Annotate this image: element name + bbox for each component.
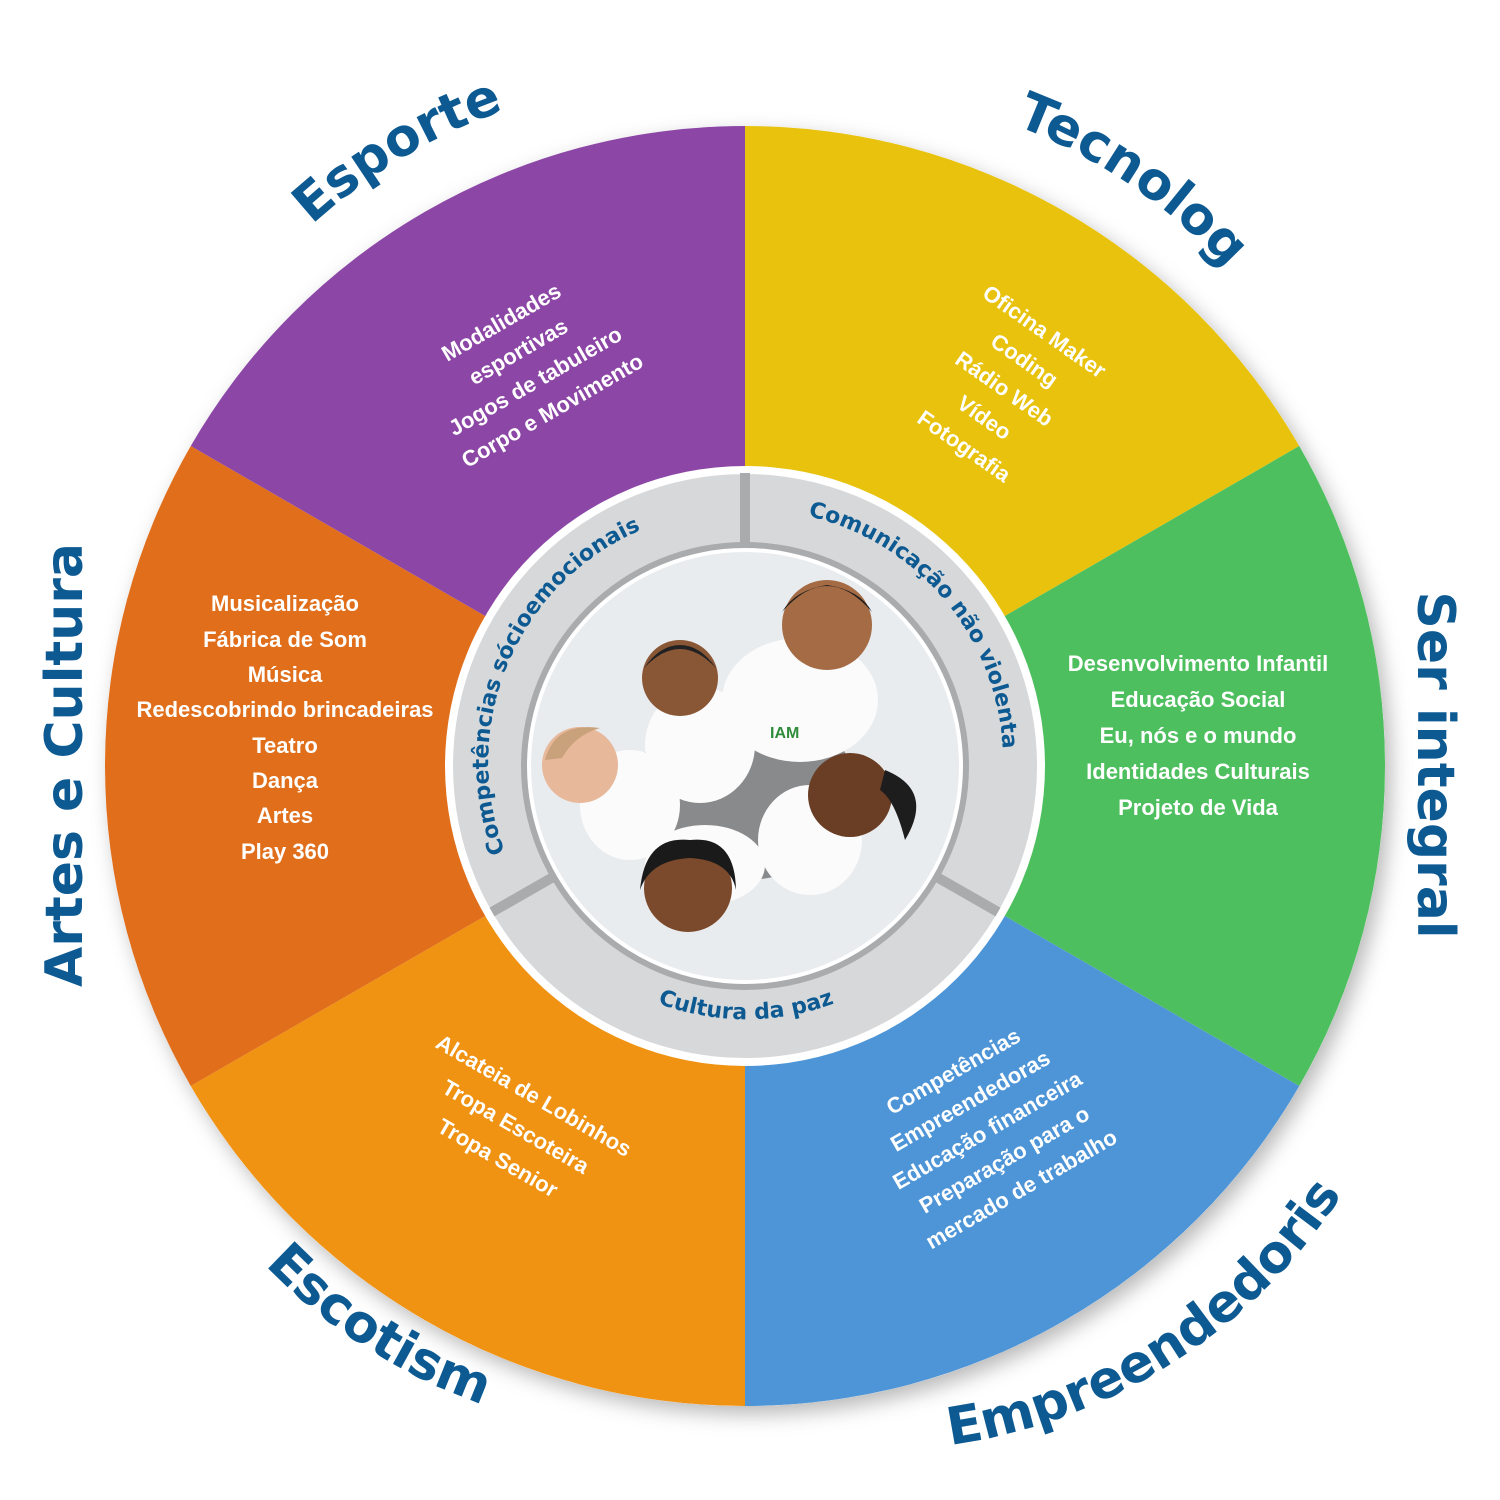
shirt-logo: IAM (770, 725, 799, 742)
items-artes-e-cultura: Musicalização Fábrica de Som Música Rede… (136, 591, 433, 864)
list-item: Artes (257, 803, 313, 828)
list-item: Educação Social (1111, 687, 1286, 712)
segment-artes-e-cultura[interactable] (104, 446, 745, 1086)
title-ser-integral: Ser integral (1405, 591, 1465, 938)
list-item: Identidades Culturais (1086, 759, 1310, 784)
list-item: Teatro (252, 733, 318, 758)
list-item: Fábrica de Som (203, 627, 367, 652)
list-item: Desenvolvimento Infantil (1068, 651, 1328, 676)
list-item: Play 360 (241, 839, 329, 864)
title-artes-e-cultura: Artes e Cultura (35, 543, 95, 987)
list-item: Musicalização (211, 591, 359, 616)
center-photo-children: IAM (531, 552, 959, 980)
list-item: Dança (252, 768, 319, 793)
list-item: Projeto de Vida (1118, 795, 1279, 820)
list-item: Redescobrindo brincadeiras (136, 697, 433, 722)
segment-ser-integral[interactable] (745, 446, 1386, 1086)
title-esportes: Esportes (0, 0, 509, 235)
list-item: Eu, nós e o mundo (1100, 723, 1297, 748)
list-item: Música (248, 662, 323, 687)
ring-divider (489, 871, 558, 917)
ring-divider (932, 871, 1001, 917)
items-ser-integral: Desenvolvimento Infantil Educação Social… (1068, 651, 1328, 820)
